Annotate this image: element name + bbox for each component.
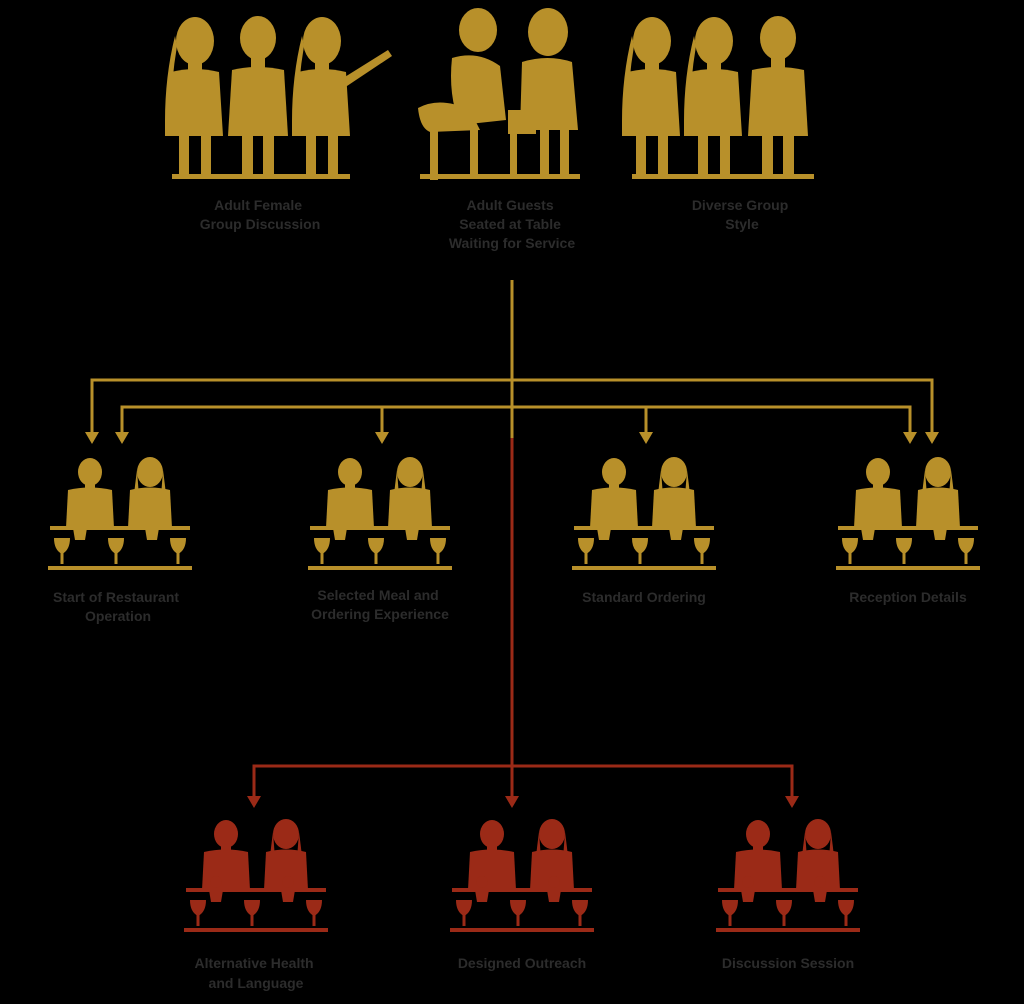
bot-2-label: Designed Outreach: [458, 955, 586, 971]
red-connectors: [252, 438, 794, 800]
standing-woman-icon: [622, 17, 680, 178]
bot-3-label: Discussion Session: [722, 955, 854, 971]
dining-group-3-icon: [572, 457, 716, 570]
ground-line: [420, 174, 580, 179]
outer-branch: [90, 378, 934, 434]
mid-4-label: Reception Details: [849, 589, 967, 605]
arrow-down-icon: [903, 432, 917, 444]
top-center-label: Adult Guests Seated at Table Waiting for…: [449, 197, 576, 251]
arrow-down-icon: [925, 432, 939, 444]
group-top-left: [165, 16, 392, 179]
arrow-down-icon: [785, 796, 799, 808]
arrow-down-icon: [85, 432, 99, 444]
arrow-down-icon: [505, 796, 519, 808]
teaching-woman-icon: [292, 17, 392, 178]
red-arrowheads: [247, 796, 799, 808]
inner-branch: [120, 405, 912, 434]
dining-group-6-icon: [450, 819, 594, 932]
ground-line: [172, 174, 350, 179]
gold-arrowheads: [85, 432, 939, 444]
dining-group-2-icon: [308, 457, 452, 570]
arrow-down-icon: [247, 796, 261, 808]
arrow-down-icon: [639, 432, 653, 444]
ground-line: [632, 174, 814, 179]
arrow-down-icon: [115, 432, 129, 444]
dining-group-5-icon: [184, 819, 328, 932]
arrow-down-icon: [375, 432, 389, 444]
standing-person-folder-icon: [228, 16, 288, 178]
seated-man-icon: [418, 8, 506, 180]
standing-person-folder-icon: [748, 16, 808, 178]
middle-groups: [48, 457, 980, 570]
mid-1-label: Start of Restaurant Operation: [53, 589, 183, 624]
mid-2-label: Selected Meal and Ordering Experience: [311, 587, 449, 622]
bottom-groups: [184, 819, 860, 932]
top-right-label: Diverse Group Style: [692, 197, 792, 232]
standing-woman-icon: [684, 17, 742, 178]
dining-group-4-icon: [836, 457, 980, 570]
top-left-label: Adult Female Group Discussion: [200, 197, 321, 232]
dining-group-7-icon: [716, 819, 860, 932]
dining-group-1-icon: [48, 457, 192, 570]
mid-3-label: Standard Ordering: [582, 589, 706, 605]
standing-woman-icon: [165, 17, 223, 178]
seated-woman-icon: [508, 8, 578, 176]
group-top-right: [622, 16, 814, 179]
group-top-center: [418, 8, 580, 180]
bot-1-label: Alternative Health and Language: [195, 955, 318, 991]
gold-connectors: [90, 280, 934, 438]
lower-branch: [252, 764, 794, 798]
